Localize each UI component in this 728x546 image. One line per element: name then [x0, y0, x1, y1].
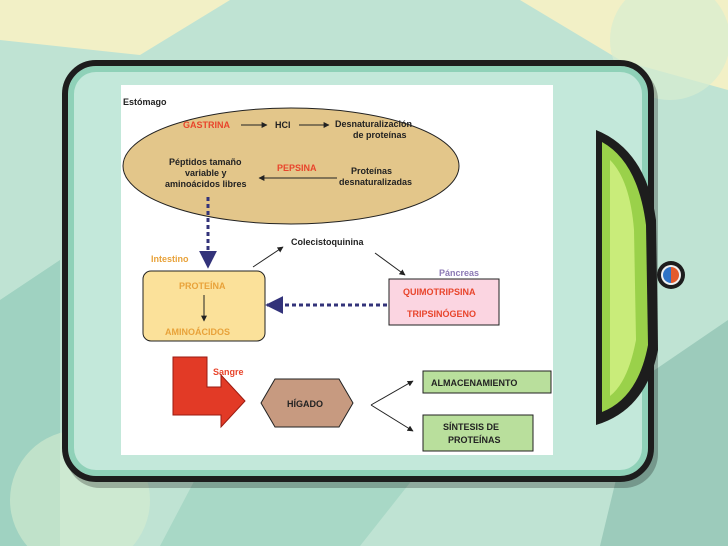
arrow-to-synthesis: [370, 404, 414, 432]
synthesis-line2: PROTEÍNAS: [448, 435, 501, 445]
arrow-to-storage: [370, 380, 414, 406]
liver-hexagon: [260, 378, 354, 428]
synthesis-box: [422, 414, 534, 452]
stomach-title: Estómago: [123, 97, 167, 107]
arrow-to-pancreas: [374, 252, 406, 276]
liver-label: HÍGADO: [287, 399, 323, 409]
denaturation-line2: de proteínas: [353, 130, 407, 140]
protein-label: PROTEÍNA: [179, 281, 226, 291]
cholecystokinin-label: Colecistoquinina: [291, 237, 365, 247]
peptides-line2: variable y: [185, 168, 227, 178]
pepsin-label: PEPSINA: [277, 163, 317, 173]
storage-label: ALMACENAMIENTO: [431, 378, 517, 388]
pancreas-box: [388, 278, 500, 326]
peptides-line1: Péptidos tamaño: [169, 157, 242, 167]
clipboard-clip: [596, 130, 685, 425]
chymotrypsin-label: QUIMOTRIPSINA: [403, 287, 476, 297]
synthesis-line1: SÍNTESIS DE: [443, 422, 499, 432]
intestine-title: Intestino: [151, 254, 189, 264]
hcl-label: HCl: [275, 120, 291, 130]
blood-label: Sangre: [213, 367, 244, 377]
amino-acids-label: AMINOÁCIDOS: [165, 327, 230, 337]
denatured-proteins-line1: Proteínas: [351, 166, 392, 176]
peptides-line3: aminoácidos libres: [165, 179, 247, 189]
pancreas-title: Páncreas: [439, 268, 479, 278]
stomach-ellipse: [122, 107, 460, 225]
denaturation-line1: Desnaturalización: [335, 119, 412, 129]
digestion-diagram: Estómago GASTRINA HCl Desnaturalización …: [122, 97, 552, 452]
denatured-proteins-line2: desnaturalizadas: [339, 177, 412, 187]
trypsinogen-label: TRIPSINÓGENO: [407, 308, 476, 319]
gastrin-label: GASTRINA: [183, 120, 231, 130]
storage-box: [422, 370, 552, 394]
arrow-to-cholecystokinin: [252, 246, 284, 268]
diagram-paper: Estómago GASTRINA HCl Desnaturalización …: [121, 85, 553, 455]
blood-arrow-icon: [172, 356, 246, 429]
